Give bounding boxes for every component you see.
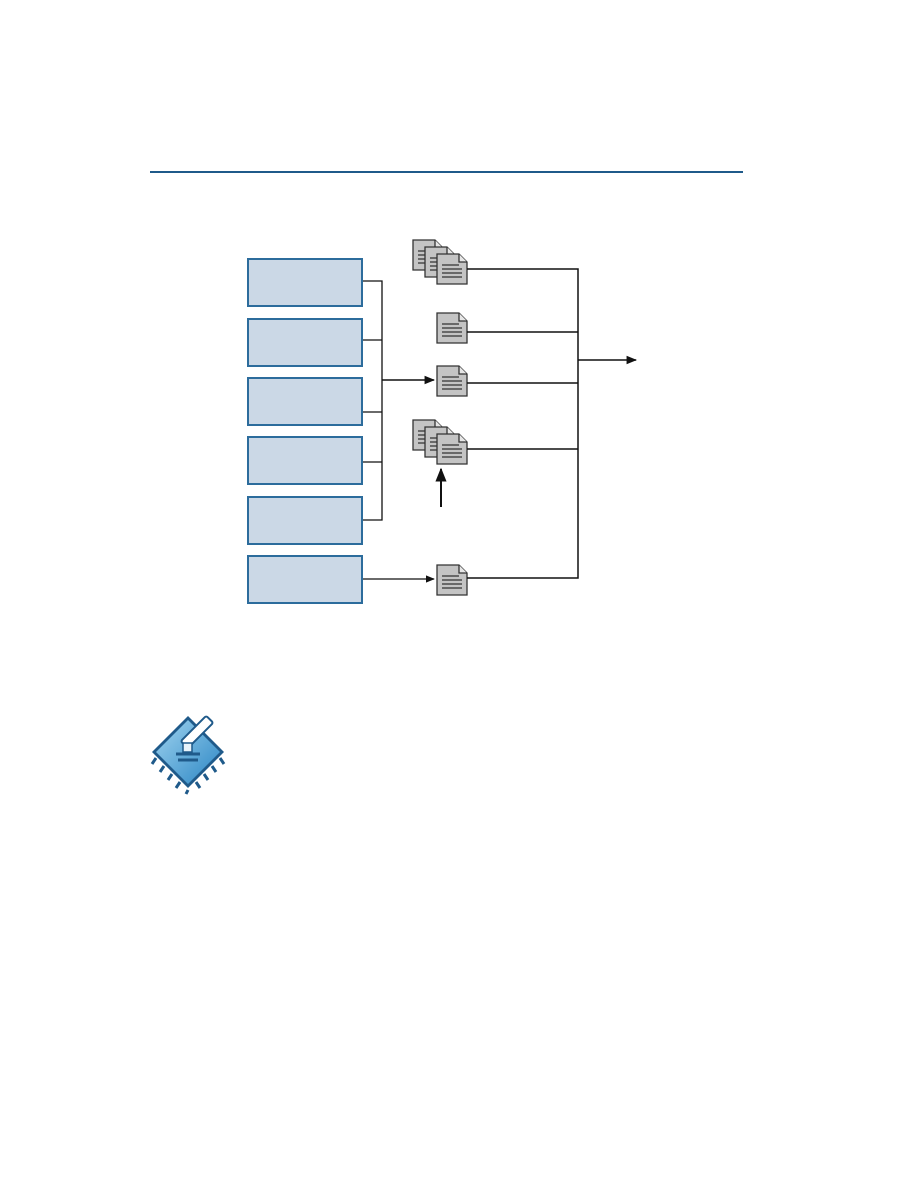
- flow-diagram: [363, 239, 638, 596]
- document-icon: [436, 564, 468, 596]
- chip-pencil-icon: [150, 715, 226, 795]
- process-box-3: [247, 377, 363, 426]
- document-stack-icon: [412, 239, 468, 285]
- merge-lines: [467, 268, 579, 579]
- process-box-5: [247, 496, 363, 545]
- process-box-2: [247, 318, 363, 367]
- process-box-1: [247, 258, 363, 307]
- document-stack-icon: [412, 419, 468, 465]
- top-rule: [150, 171, 743, 173]
- process-box-6: [247, 555, 363, 604]
- box-connector-lines: [363, 280, 383, 521]
- document-icon: [436, 365, 468, 397]
- document-icon: [436, 312, 468, 344]
- process-box-4: [247, 436, 363, 485]
